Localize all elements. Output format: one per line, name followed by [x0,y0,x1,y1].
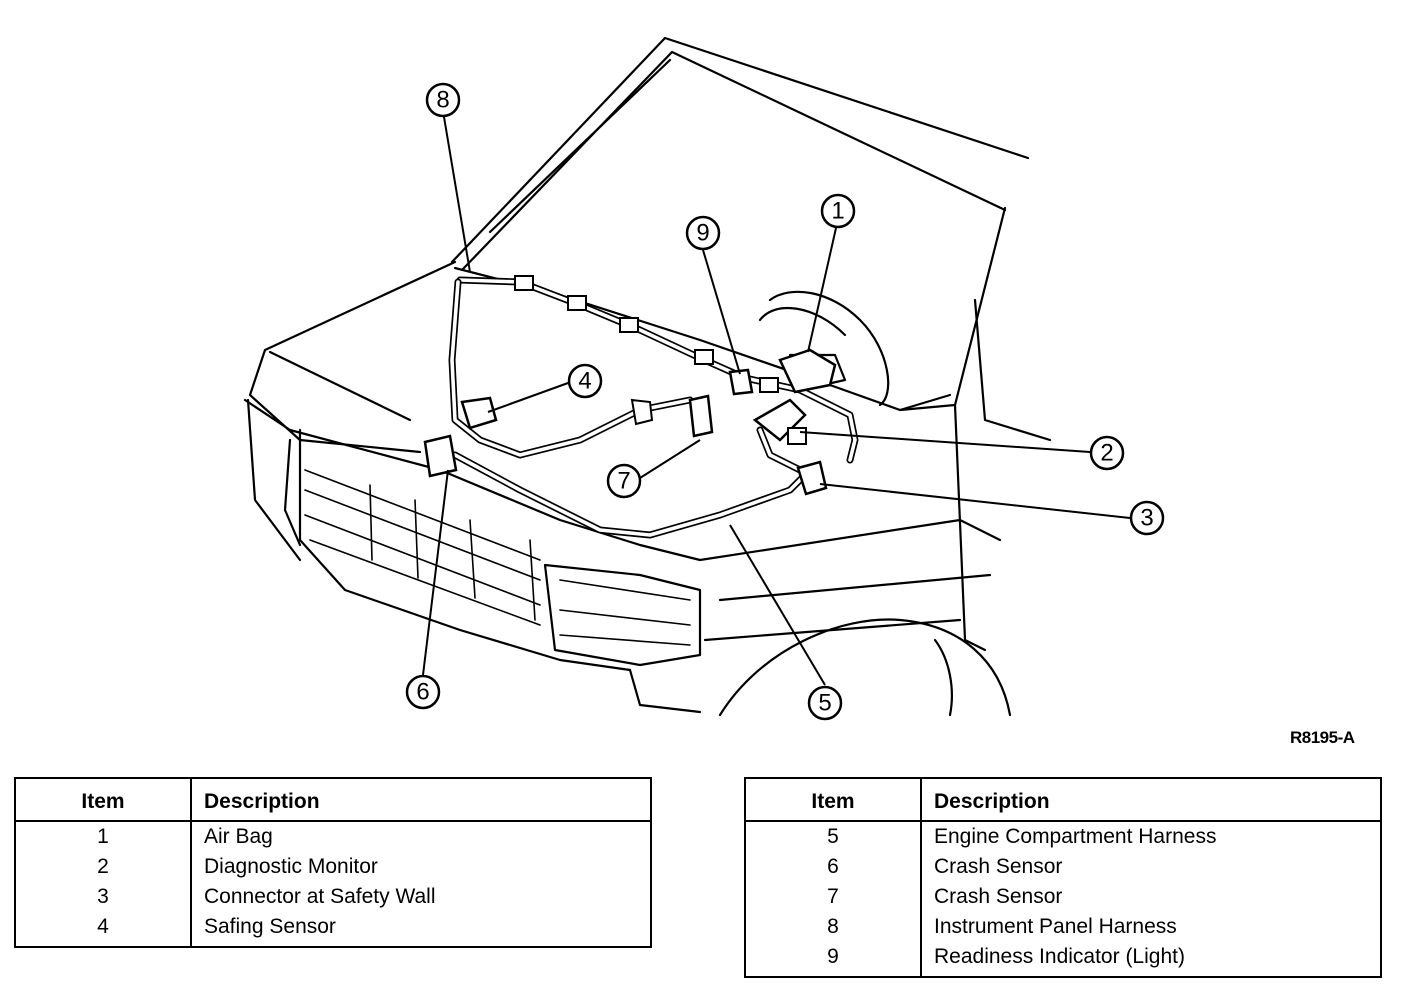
safing-sensor [460,396,498,430]
item-number: 5 [745,821,922,852]
legend-row: 7 Crash Sensor [745,882,1381,912]
description-column-header: Description [921,778,1381,822]
callout-4: 4 [567,363,603,399]
readiness-indicator [728,368,754,396]
svg-text:2: 2 [1100,440,1113,467]
callout-6: 6 [405,674,441,710]
item-number: 1 [15,821,192,852]
item-description: Safing Sensor [204,915,336,938]
item-description: Readiness Indicator (Light) [934,945,1185,968]
callout-leaders [422,116,1131,686]
callout-7: 7 [606,463,642,499]
item-description: Diagnostic Monitor [204,855,378,878]
svg-text:6: 6 [416,679,429,706]
item-column-header: Item [745,778,922,822]
callout-9: 9 [685,215,721,251]
legend-row: 9 Readiness Indicator (Light) [745,942,1381,977]
item-number: 6 [745,852,922,882]
item-description: Crash Sensor [934,855,1063,878]
item-number: 4 [15,912,192,947]
svg-text:5: 5 [818,690,831,717]
air-bag-module [778,348,837,394]
callout-5: 5 [807,685,843,721]
crash-sensor-right [630,394,714,438]
legend-row: 1 Air Bag [15,821,651,852]
vehicle-body-outline [243,36,1052,717]
engine-compartment-harness [448,278,814,539]
item-number: 3 [15,882,192,912]
legend-table-right: Item Description 5 Engine Compartment Har… [744,777,1382,978]
item-number: 9 [745,942,922,977]
diagnostic-monitor [752,398,807,445]
svg-text:3: 3 [1140,505,1153,532]
legend-row: 8 Instrument Panel Harness [745,912,1381,942]
item-description: Instrument Panel Harness [934,915,1177,938]
legend-header-row: Item Description [15,778,651,822]
svg-text:9: 9 [696,220,709,247]
svg-text:7: 7 [617,468,630,495]
callout-8: 8 [425,82,461,118]
callout-1: 1 [820,193,856,229]
figure-reference-code: R8195-A [1290,728,1355,747]
item-description: Crash Sensor [934,885,1063,908]
item-description: Connector at Safety Wall [204,885,436,908]
item-number: 7 [745,882,922,912]
callout-3: 3 [1129,500,1165,536]
svg-text:1: 1 [831,198,844,225]
svg-text:4: 4 [578,368,591,395]
item-column-header: Item [15,778,192,822]
legend-row: 2 Diagnostic Monitor [15,852,651,882]
description-column-header: Description [191,778,651,822]
item-number: 2 [15,852,192,882]
legend-row: 3 Connector at Safety Wall [15,882,651,912]
safety-wall-connector [796,460,828,496]
callout-2: 2 [1089,435,1125,471]
legend-header-row: Item Description [745,778,1381,822]
legend-table-left: Item Description 1 Air Bag 2 Diagnostic Mo… [14,777,652,948]
legend-row: 5 Engine Compartment Harness [745,821,1381,852]
vehicle-airbag-diagram: 1 2 3 4 5 6 7 8 9 [243,36,1165,721]
legend-row: 4 Safing Sensor [15,912,651,947]
item-description: Engine Compartment Harness [934,825,1217,848]
item-number: 8 [745,912,922,942]
legend-row: 6 Crash Sensor [745,852,1381,882]
crash-sensor-left [423,434,458,478]
svg-text:8: 8 [436,87,449,114]
item-description: Air Bag [204,825,273,848]
instrument-panel-harness [456,275,859,464]
